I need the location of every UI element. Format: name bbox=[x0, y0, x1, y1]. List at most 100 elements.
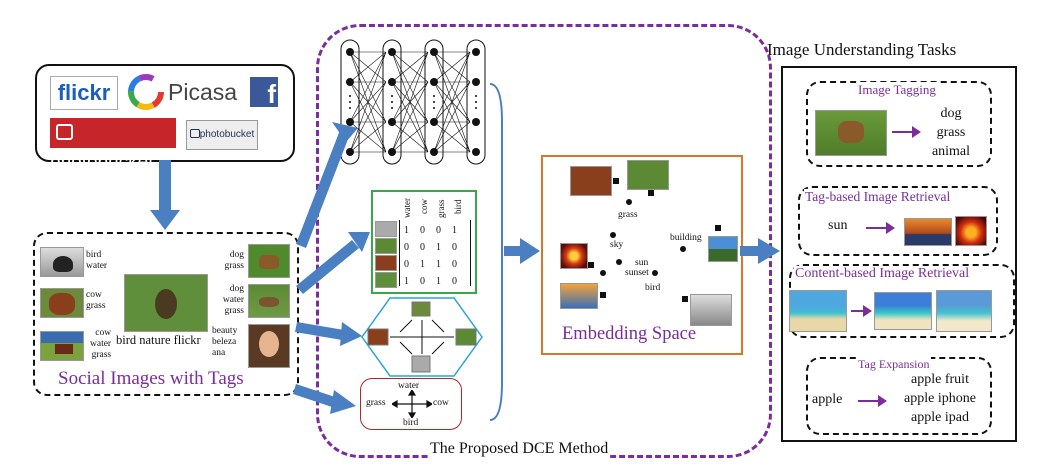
matrix-row-dog bbox=[375, 238, 397, 254]
tag-retrieval-arrowhead-icon bbox=[886, 222, 895, 234]
arrow-social-to-nn bbox=[296, 130, 350, 248]
tag-retrieval-arrow-icon bbox=[866, 227, 888, 229]
emb-dot-bird bbox=[652, 270, 658, 276]
photobucket-logo: photobucket bbox=[50, 118, 176, 173]
beach-query-photo bbox=[789, 290, 847, 332]
tasks-box bbox=[781, 66, 1017, 442]
emb-building-photo bbox=[708, 236, 738, 262]
arrow-to-embedding bbox=[504, 246, 524, 256]
embedding-title: Embedding Space bbox=[562, 324, 697, 344]
emb-word-grass: grass bbox=[618, 210, 638, 220]
tagging-arrowhead-icon bbox=[912, 126, 921, 138]
matrix-row-cow bbox=[375, 255, 397, 271]
emb-word-sun: sun bbox=[635, 258, 649, 268]
woman-photo bbox=[248, 324, 290, 368]
dog-photo bbox=[248, 244, 290, 278]
social-images-box bbox=[33, 232, 299, 396]
emb-dog-photo bbox=[627, 160, 669, 190]
tag-retrieval-title: Tag-based Image Retrieval bbox=[804, 189, 952, 205]
emb-word-sky: sky bbox=[610, 240, 624, 250]
facebook-logo: f bbox=[250, 77, 278, 109]
neural-network bbox=[340, 39, 486, 165]
matrix-row-cat bbox=[375, 221, 397, 237]
emb-sea-marker bbox=[600, 292, 606, 298]
matrix-bracket bbox=[399, 220, 471, 286]
content-retrieval-title: Content-based Image Retrieval bbox=[794, 266, 971, 282]
tag-graph-top: water bbox=[398, 381, 420, 391]
tagging-title: Image Tagging bbox=[856, 82, 938, 98]
emb-word-bird: bird bbox=[645, 283, 661, 293]
emb-dot-building bbox=[680, 246, 686, 252]
emb-sea-photo bbox=[560, 283, 598, 309]
method-label: The Proposed DCE Method bbox=[428, 440, 611, 458]
matrix-row-duck bbox=[375, 272, 397, 288]
emb-dog-marker bbox=[648, 190, 654, 196]
emb-sunset-photo bbox=[560, 243, 588, 269]
emb-building-marker bbox=[715, 225, 721, 231]
tag-graph-arrows bbox=[392, 390, 432, 418]
arrowhead-sources-to-social bbox=[150, 210, 180, 230]
emb-cow-photo bbox=[570, 166, 612, 196]
content-arrowhead-icon bbox=[863, 305, 872, 317]
beach-result1-photo bbox=[874, 292, 932, 330]
arrow-social-to-taggraph bbox=[293, 384, 338, 408]
retrieval-sun-photo bbox=[955, 216, 987, 246]
emb-dot-sunset bbox=[600, 270, 606, 276]
tag-retrieval-query: sun bbox=[828, 218, 848, 233]
emb-sunset-marker bbox=[588, 262, 594, 268]
emb-word-sunset: sunset bbox=[625, 268, 649, 278]
emb-dot-sun bbox=[616, 259, 622, 265]
cow-photo bbox=[40, 288, 84, 318]
tag-graph-box bbox=[360, 378, 462, 430]
arrow-sources-to-social bbox=[159, 160, 171, 212]
emb-cat-photo bbox=[690, 294, 732, 326]
tag-graph-right: cow bbox=[433, 398, 449, 408]
camera-icon bbox=[56, 124, 73, 140]
duck-photo bbox=[124, 274, 208, 332]
emb-dot-sky bbox=[610, 232, 616, 238]
tag-retrieval-card bbox=[798, 186, 998, 256]
expansion-title: Tag Expansion bbox=[856, 357, 932, 372]
image-graph bbox=[361, 297, 483, 377]
social-images-title: Social Images with Tags bbox=[58, 368, 244, 389]
tag-graph-bottom: bird bbox=[403, 418, 419, 428]
emb-word-building: building bbox=[670, 233, 702, 243]
picasa-icon bbox=[128, 74, 164, 110]
cat-photo bbox=[40, 247, 84, 277]
duck-caption: bird nature flickr bbox=[116, 333, 201, 347]
arrow-to-tasks bbox=[740, 246, 762, 256]
emb-cow-marker bbox=[613, 178, 619, 184]
picasa-logo: Picasa bbox=[128, 74, 240, 110]
camera-small-icon bbox=[189, 129, 200, 138]
tagging-arrow-icon bbox=[892, 131, 914, 133]
arrow-social-to-matrix bbox=[296, 240, 359, 294]
tag-graph-left: grass bbox=[366, 398, 386, 408]
module-connector bbox=[489, 83, 503, 421]
beach-result2-photo bbox=[936, 290, 992, 332]
photobucket-small-logo: photobucket bbox=[186, 120, 258, 150]
retrieval-sunset-photo bbox=[904, 218, 952, 246]
dog-water-photo bbox=[248, 284, 290, 318]
expansion-query: apple bbox=[812, 392, 843, 407]
arrow-social-to-graph bbox=[295, 322, 344, 340]
tasks-title: Image Understanding Tasks bbox=[767, 40, 957, 59]
cow-field-photo bbox=[40, 331, 84, 361]
expansion-arrowhead-icon bbox=[878, 395, 887, 407]
expansion-arrow-icon bbox=[858, 400, 880, 402]
tagging-dog-photo bbox=[815, 110, 887, 156]
emb-dot-grass bbox=[626, 199, 632, 205]
